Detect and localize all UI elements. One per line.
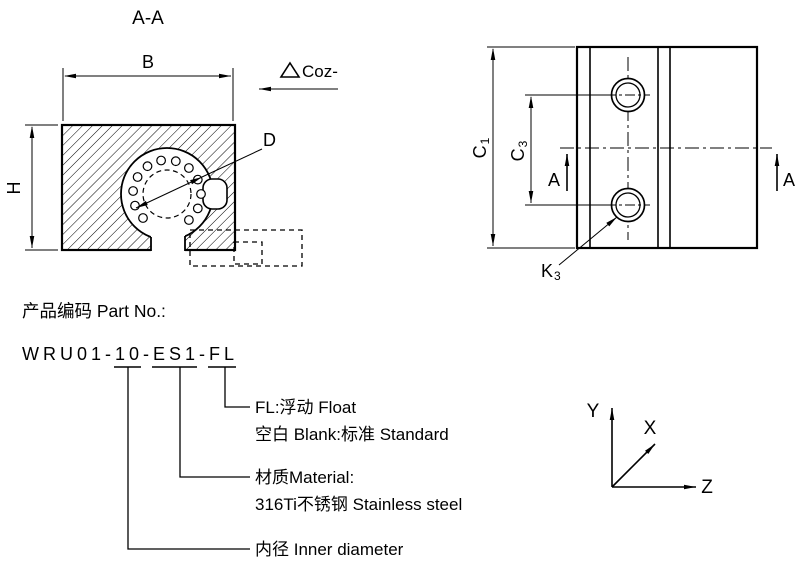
- rail-stem: [233, 241, 263, 265]
- cut-label-right: A: [783, 170, 795, 190]
- flatness-label: Coz-: [302, 62, 338, 81]
- section-title: A-A: [132, 8, 164, 29]
- k3-leader: [558, 216, 618, 266]
- dim-c1-sub: 1: [478, 137, 492, 144]
- ball: [130, 200, 140, 211]
- leader-float: [224, 367, 250, 408]
- dim-h: H: [4, 124, 58, 251]
- part-number-block: 产品编码 Part No.: WRU01-10-ES1-FL FL:浮动 Flo…: [22, 301, 462, 559]
- dim-c1-label: C1: [470, 137, 492, 158]
- callout-leaders: [127, 367, 250, 550]
- triangle-tolerance-icon: [279, 61, 301, 78]
- ball: [192, 174, 203, 185]
- dim-c3-main: C: [508, 148, 528, 161]
- hole-top: [606, 77, 650, 113]
- ball: [128, 186, 139, 196]
- dim-b: B: [62, 52, 234, 121]
- dim-d-leader: [201, 148, 263, 178]
- rail-outline: [189, 229, 303, 267]
- ball: [142, 161, 153, 172]
- ball: [183, 215, 194, 225]
- k3-sub: 3: [554, 269, 561, 283]
- hole-bottom: [606, 187, 650, 223]
- callout-float-line1: FL:浮动 Float: [255, 398, 356, 417]
- dim-c3-label: C3: [508, 140, 530, 161]
- x-axis-label: X: [644, 418, 657, 439]
- seal-groove: [202, 178, 228, 210]
- dim-d-line: [135, 177, 202, 209]
- part-no-code: WRU01-10-ES1-FL: [22, 344, 238, 364]
- dim-d: D: [135, 130, 276, 209]
- callout-material-line2: 316Ti不锈钢 Stainless steel: [255, 495, 462, 514]
- dim-h-label: H: [4, 182, 24, 195]
- flatness-callout: Coz-: [259, 61, 338, 92]
- ball: [196, 189, 206, 199]
- leader-diameter: [127, 367, 250, 550]
- ball: [132, 172, 143, 182]
- ball: [183, 163, 194, 173]
- dim-c1: C1: [470, 46, 575, 249]
- dim-c3: C3: [508, 94, 611, 206]
- ball: [170, 156, 181, 167]
- leader-material: [179, 367, 250, 478]
- part-no-heading: 产品编码 Part No.:: [22, 301, 166, 321]
- ball: [138, 213, 148, 223]
- section-view: A-A B Coz-: [4, 8, 338, 267]
- k3-label: K3: [541, 261, 561, 283]
- dim-b-label: B: [142, 52, 154, 72]
- bottom-slot: [151, 230, 185, 254]
- x-axis-arrow: [611, 443, 656, 488]
- dim-d-label: D: [263, 130, 276, 150]
- side-view: C1 C3 A A K3: [470, 45, 795, 283]
- dim-c1-main: C: [470, 145, 490, 158]
- callout-float-line2: 空白 Blank:标准 Standard: [255, 425, 449, 444]
- k3-main: K: [541, 261, 553, 281]
- ball: [192, 203, 203, 214]
- ball: [156, 155, 167, 166]
- k3-callout: K3: [541, 216, 618, 283]
- y-axis-label: Y: [587, 401, 600, 422]
- section-cut-markers: A A: [548, 154, 795, 191]
- phantom-rail: [189, 229, 303, 267]
- block-body: [60, 123, 237, 254]
- coordinate-axes: Y X Z: [587, 401, 714, 498]
- cut-label-left: A: [548, 170, 560, 190]
- callout-material-line1: 材质Material:: [255, 468, 354, 487]
- z-axis-label: Z: [701, 477, 713, 498]
- callout-diameter: 内径 Inner diameter: [255, 540, 404, 559]
- dim-c3-sub: 3: [516, 140, 530, 147]
